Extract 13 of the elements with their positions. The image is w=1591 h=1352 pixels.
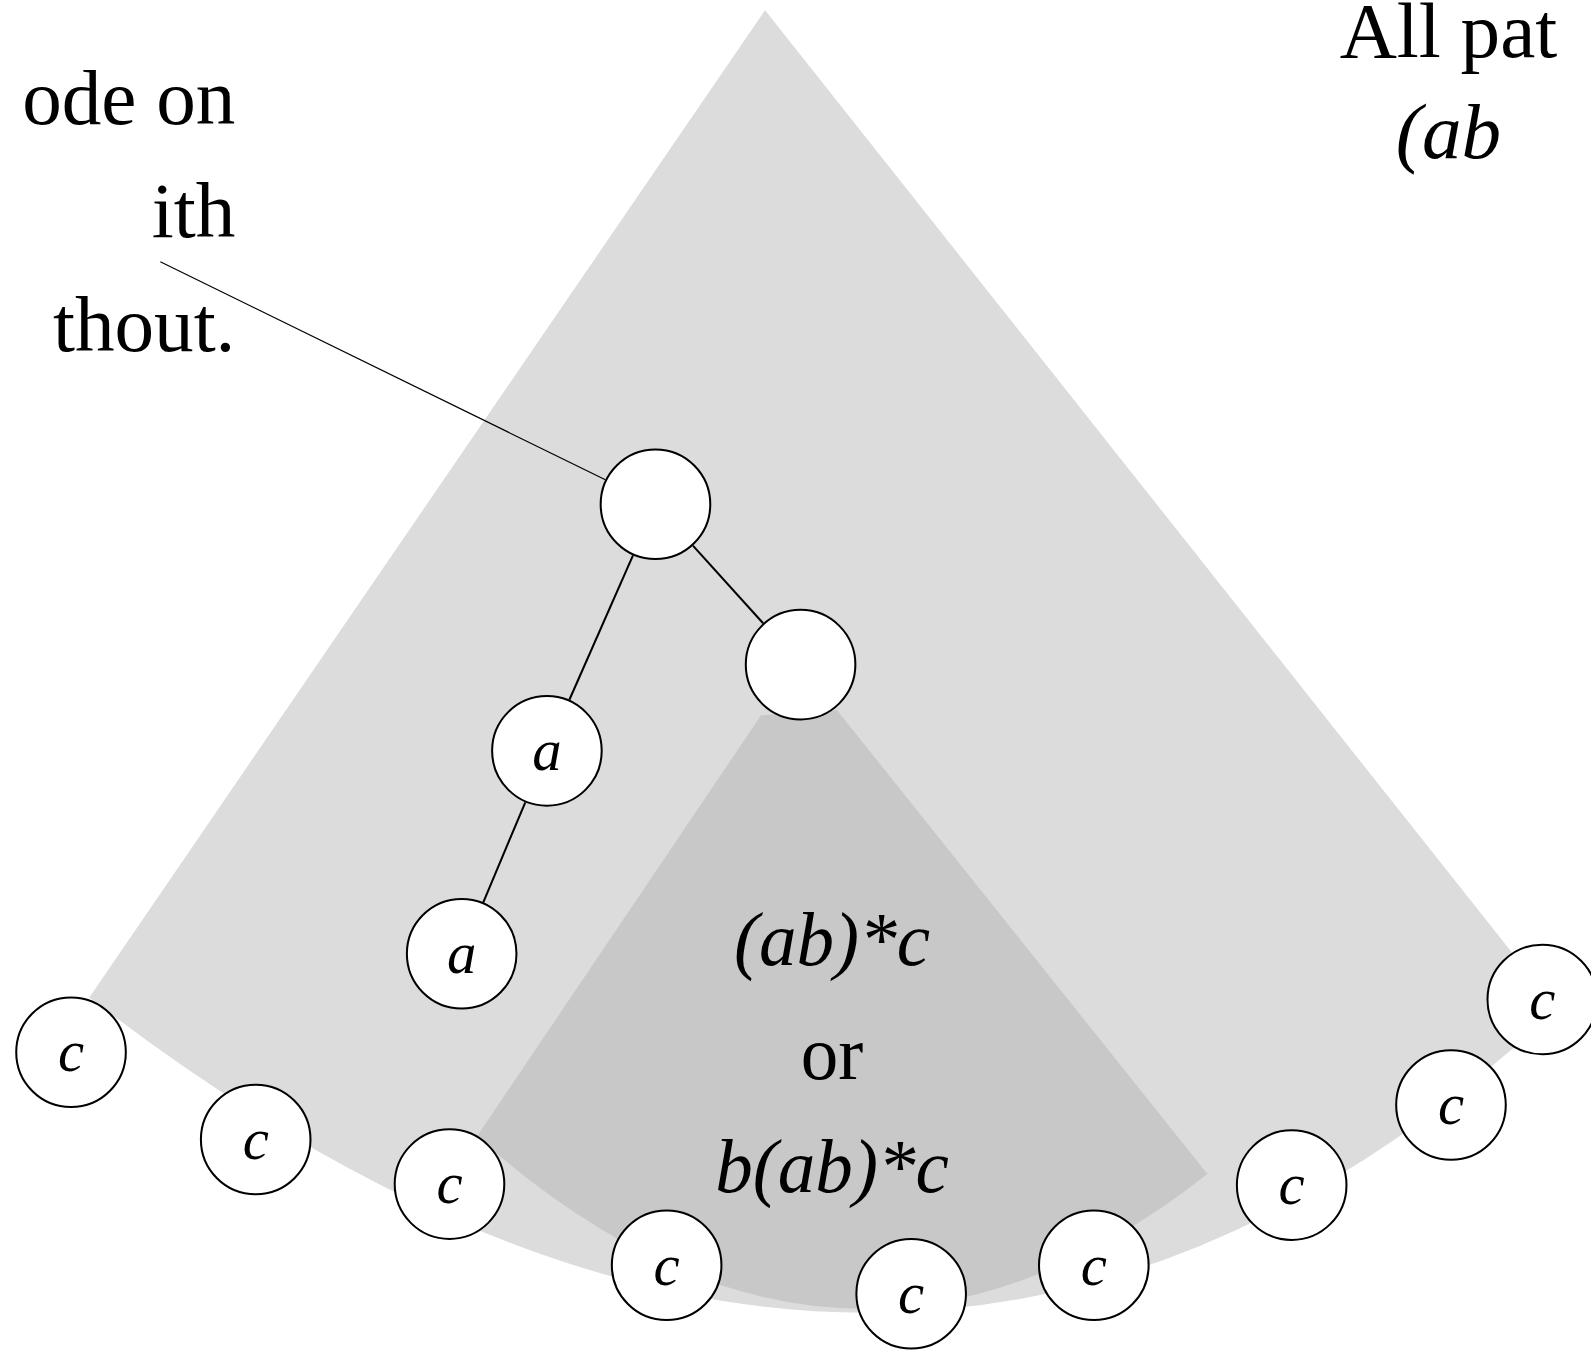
annotation-text: All pat (ab <box>1338 0 1559 178</box>
tree-node-circle: c <box>15 996 127 1108</box>
callout-text: ode on ith thout. <box>0 40 236 382</box>
tree-node-circle: c <box>1486 943 1591 1056</box>
regex-text: b(ab)*c <box>715 1124 949 1211</box>
tree-node-circle: c <box>1395 1049 1507 1161</box>
tree-edge <box>568 554 634 701</box>
leader-line <box>159 261 606 481</box>
tree-edge <box>692 545 764 624</box>
connective-text: or <box>800 1010 864 1097</box>
tree-node-circle: c <box>199 1083 312 1196</box>
tree-edge <box>482 801 527 903</box>
regex-text: (ab)*c <box>734 897 930 984</box>
